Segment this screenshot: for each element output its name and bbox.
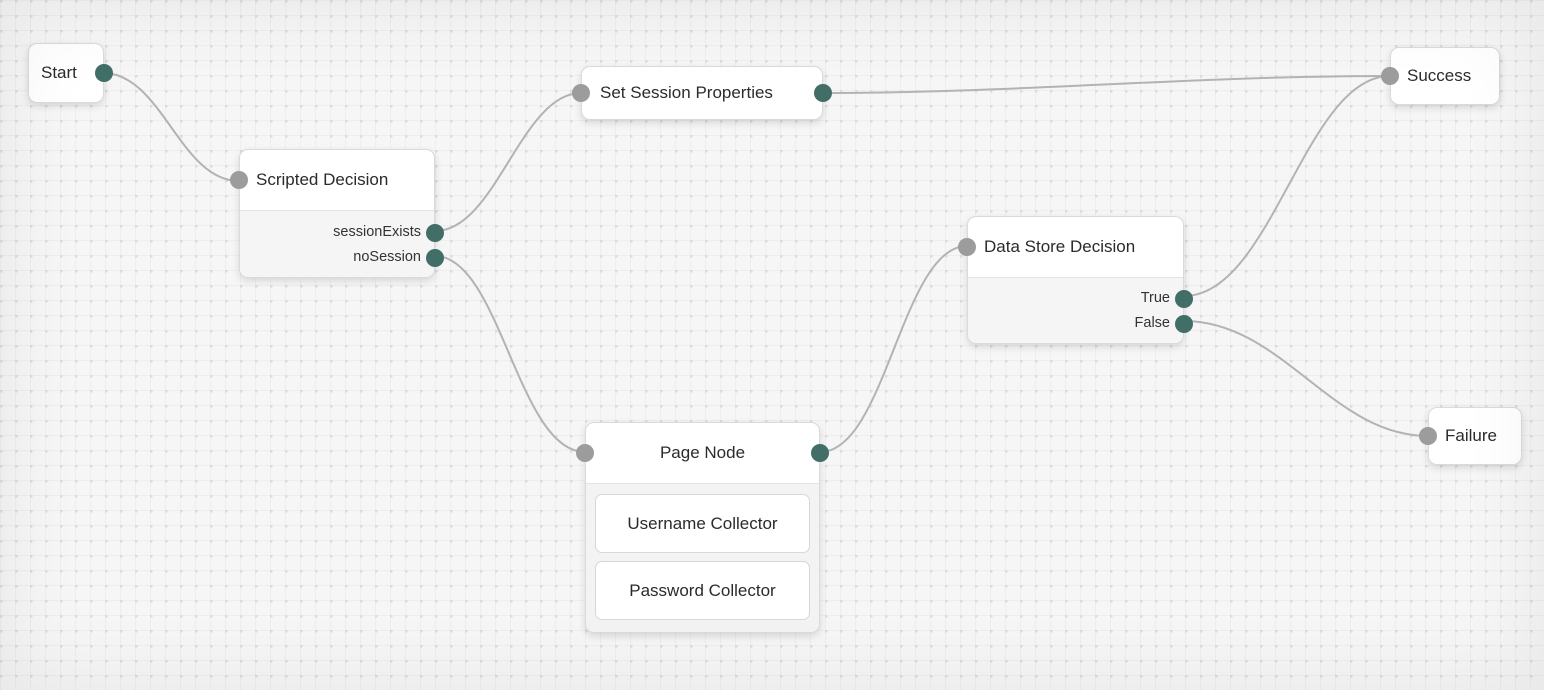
node-title: Page Node bbox=[659, 443, 746, 462]
connection-start-scripted bbox=[102, 72, 240, 182]
node-title: Set Session Properties bbox=[600, 83, 773, 102]
connection-nosession-pagenode bbox=[434, 255, 586, 453]
outcome-list: sessionExists noSession bbox=[240, 210, 444, 277]
node-header: Page Node bbox=[576, 423, 829, 483]
connection-true-success bbox=[1183, 75, 1391, 297]
output-port[interactable] bbox=[1175, 289, 1193, 308]
outcome-false: False bbox=[968, 311, 1193, 336]
output-port[interactable] bbox=[1175, 314, 1193, 333]
node-set-session-properties[interactable]: Set Session Properties bbox=[572, 66, 832, 120]
node-title: Data Store Decision bbox=[984, 237, 1136, 256]
outcome-label: True bbox=[1140, 290, 1170, 306]
outcome-nosession: noSession bbox=[240, 245, 444, 270]
child-node-username-collector[interactable]: Username Collector bbox=[595, 494, 810, 553]
connection-pagenode-datastore bbox=[819, 245, 968, 453]
outcome-label: noSession bbox=[353, 249, 421, 265]
output-port[interactable] bbox=[426, 248, 444, 267]
input-port[interactable] bbox=[576, 444, 594, 462]
child-node-password-collector[interactable]: Password Collector bbox=[595, 561, 810, 620]
connection-sessionexists-setsession bbox=[434, 92, 582, 232]
outcome-label: False bbox=[1134, 315, 1170, 331]
child-node-label: Password Collector bbox=[629, 580, 776, 600]
outcome-label: sessionExists bbox=[333, 224, 421, 240]
input-port[interactable] bbox=[1381, 67, 1399, 85]
node-header: Scripted Decision bbox=[230, 150, 434, 210]
node-title: Failure bbox=[1445, 426, 1497, 445]
node-header: Data Store Decision bbox=[958, 217, 1183, 277]
output-port[interactable] bbox=[811, 444, 829, 462]
node-success[interactable]: Success bbox=[1381, 47, 1500, 105]
page-node-body: Username Collector Password Collector bbox=[586, 483, 819, 632]
input-port[interactable] bbox=[230, 171, 248, 189]
output-port[interactable] bbox=[814, 84, 832, 102]
output-port[interactable] bbox=[426, 223, 444, 242]
node-title: Start bbox=[41, 63, 77, 82]
outcome-true: True bbox=[968, 286, 1193, 311]
connection-setsession-success bbox=[822, 75, 1391, 94]
outcome-list: True False bbox=[968, 277, 1193, 343]
outcome-sessionexists: sessionExists bbox=[240, 220, 444, 245]
node-title: Scripted Decision bbox=[256, 170, 389, 189]
node-scripted-decision[interactable]: Scripted Decision sessionExists noSessio… bbox=[230, 149, 444, 278]
child-node-label: Username Collector bbox=[627, 513, 778, 533]
input-port[interactable] bbox=[1419, 427, 1437, 445]
node-failure[interactable]: Failure bbox=[1419, 407, 1522, 465]
input-port[interactable] bbox=[958, 238, 976, 256]
node-page-node[interactable]: Page Node Username Collector Password Co… bbox=[576, 422, 829, 633]
node-title: Success bbox=[1407, 66, 1472, 85]
connection-false-failure bbox=[1183, 320, 1429, 437]
output-port[interactable] bbox=[95, 64, 113, 82]
node-start[interactable]: Start bbox=[28, 43, 113, 103]
node-data-store-decision[interactable]: Data Store Decision True False bbox=[958, 216, 1193, 344]
node-header: Set Session Properties bbox=[572, 67, 832, 119]
input-port[interactable] bbox=[572, 84, 590, 102]
